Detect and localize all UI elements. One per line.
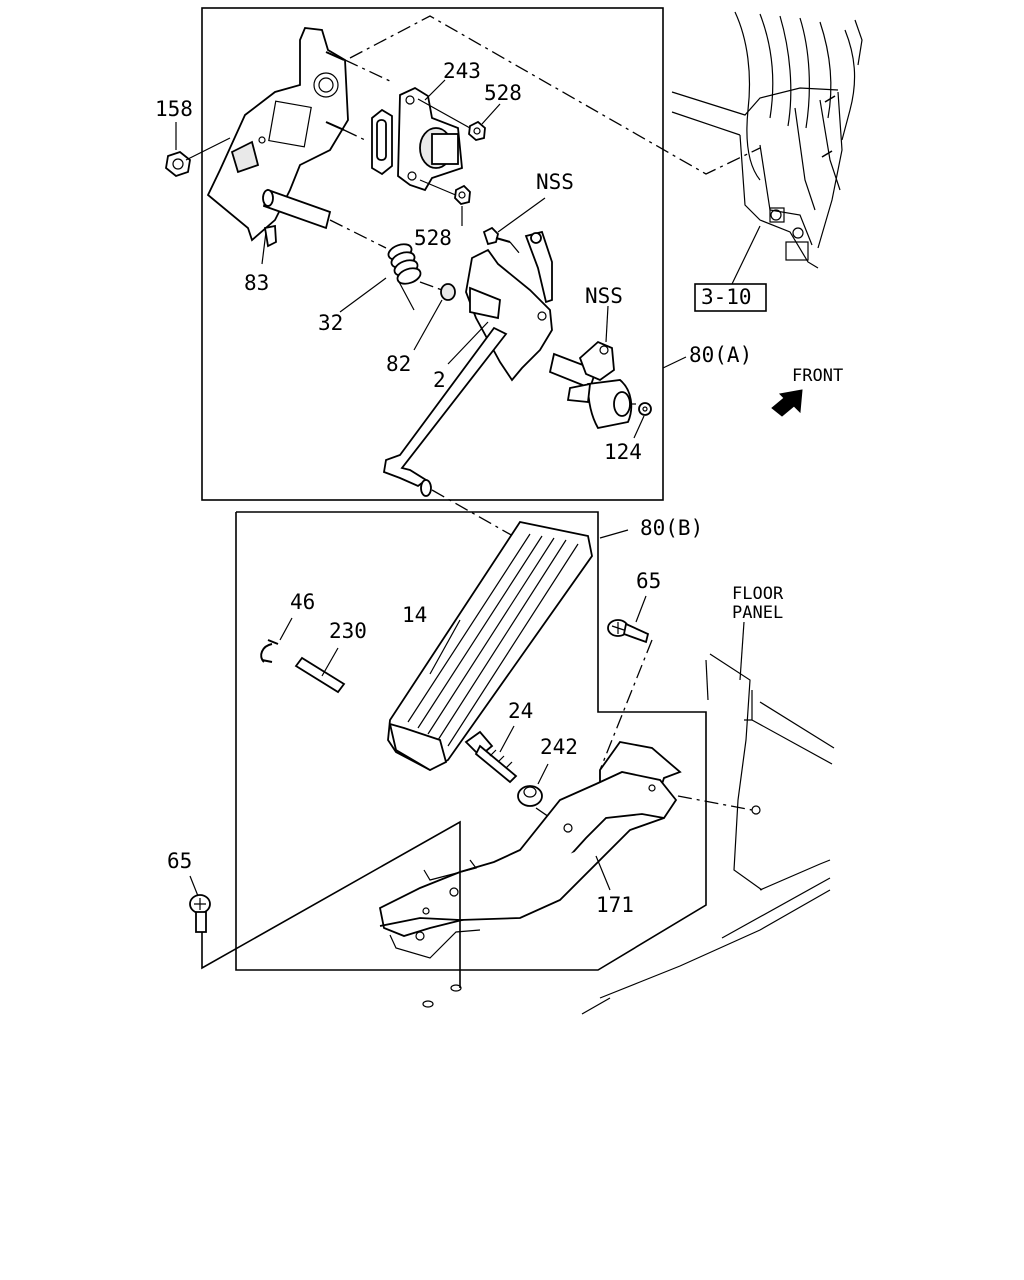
assembly-frame-80b <box>235 511 707 971</box>
label-171: 171 <box>596 893 634 917</box>
label-65-lower: 65 <box>167 849 192 873</box>
label-124: 124 <box>604 440 642 464</box>
reference-box-3-10 <box>694 283 767 312</box>
front-arrow-icon <box>771 389 803 417</box>
pivot-shaft <box>262 188 387 249</box>
label-24: 24 <box>508 699 533 723</box>
bolt-65-lower <box>189 820 462 1008</box>
pedal-link-line <box>431 489 521 541</box>
label-14: 14 <box>402 603 427 627</box>
pedal-arm-2 <box>382 230 553 497</box>
label-242: 242 <box>540 735 578 759</box>
label-83: 83 <box>244 271 269 295</box>
bolt-24 <box>464 725 518 784</box>
label-80a: 80(A) <box>689 343 752 367</box>
callout-labels: 158 243 528 528 83 32 82 2 NSS NSS 80(A)… <box>155 59 843 917</box>
label-nss-lower: NSS <box>585 284 623 308</box>
label-158: 158 <box>155 97 193 121</box>
vehicle-body-panel <box>671 11 863 269</box>
label-3-10: 3-10 <box>701 285 752 309</box>
assembly-frame-80a <box>201 7 664 501</box>
label-528-lower: 528 <box>414 226 452 250</box>
pedal-position-sensor-243 <box>371 86 471 197</box>
e-clip-46 <box>260 617 293 663</box>
pin-230 <box>294 647 346 694</box>
mounting-studs <box>325 51 393 141</box>
mount-leader-line <box>349 15 761 175</box>
label-528-upper: 528 <box>484 81 522 105</box>
label-floor: FLOOR <box>732 584 784 604</box>
pedal-base-bracket-171 <box>378 741 753 959</box>
nut-528-lower <box>454 184 471 205</box>
label-230: 230 <box>329 619 367 643</box>
callout-leaders-upper <box>175 79 761 439</box>
label-front: FRONT <box>792 366 843 386</box>
label-nss-upper: NSS <box>536 170 574 194</box>
nut-528-upper <box>468 120 486 141</box>
pedal-damper <box>548 340 636 430</box>
bushing-82 <box>419 281 456 301</box>
label-32: 32 <box>318 311 343 335</box>
pedal-pad-14 <box>387 520 593 772</box>
label-82: 82 <box>386 352 411 376</box>
pedal-bracket <box>206 27 349 248</box>
nut-158 <box>165 137 231 178</box>
return-spring-32 <box>387 243 422 311</box>
label-80b: 80(B) <box>640 516 703 540</box>
callout-leaders-lower <box>599 529 629 539</box>
label-65-upper: 65 <box>636 569 661 593</box>
label-panel: PANEL <box>732 603 783 623</box>
label-46: 46 <box>290 590 315 614</box>
nss-bolt-upper <box>482 226 521 255</box>
label-2: 2 <box>433 368 446 392</box>
label-243: 243 <box>443 59 481 83</box>
floor-panel <box>581 621 835 1015</box>
clip-124 <box>638 402 652 416</box>
